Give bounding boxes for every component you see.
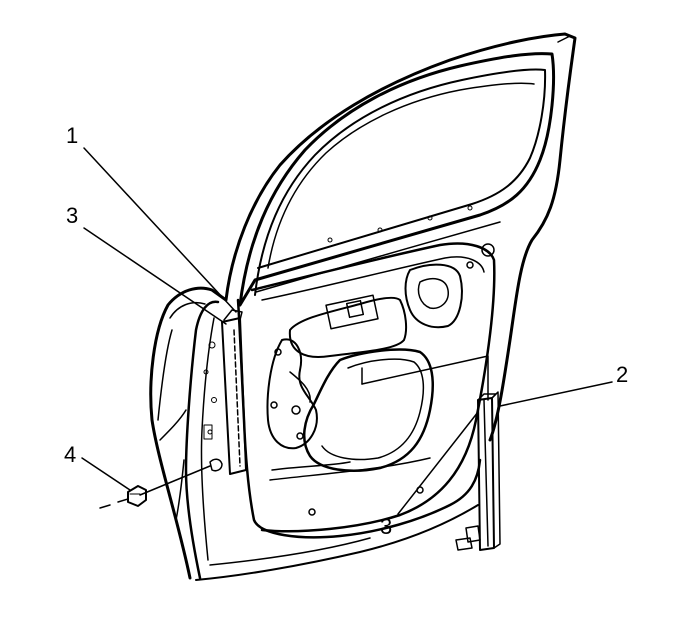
- callout-3-lower: 3: [380, 514, 392, 539]
- leader-lines: [81, 147, 613, 515]
- callout-1: 1: [66, 123, 78, 148]
- nut-assembly: [99, 465, 211, 509]
- window-frame: [238, 35, 571, 307]
- leader-3b: [397, 411, 479, 515]
- nut: [127, 485, 147, 507]
- callout-3-upper: 3: [66, 203, 78, 228]
- callout-2: 2: [616, 362, 628, 387]
- leader-bracket: [361, 355, 489, 401]
- leader-1: [83, 147, 237, 313]
- leader-4: [81, 457, 131, 491]
- callouts: 1 3 4 2 3: [64, 123, 628, 539]
- door-shell: [149, 32, 577, 581]
- leader-3a: [83, 227, 227, 325]
- rear-glass-channel: [203, 309, 247, 475]
- replacement-channel: [455, 391, 501, 551]
- leader-2: [499, 381, 613, 407]
- callout-4: 4: [64, 442, 76, 467]
- inner-panel: [250, 242, 496, 533]
